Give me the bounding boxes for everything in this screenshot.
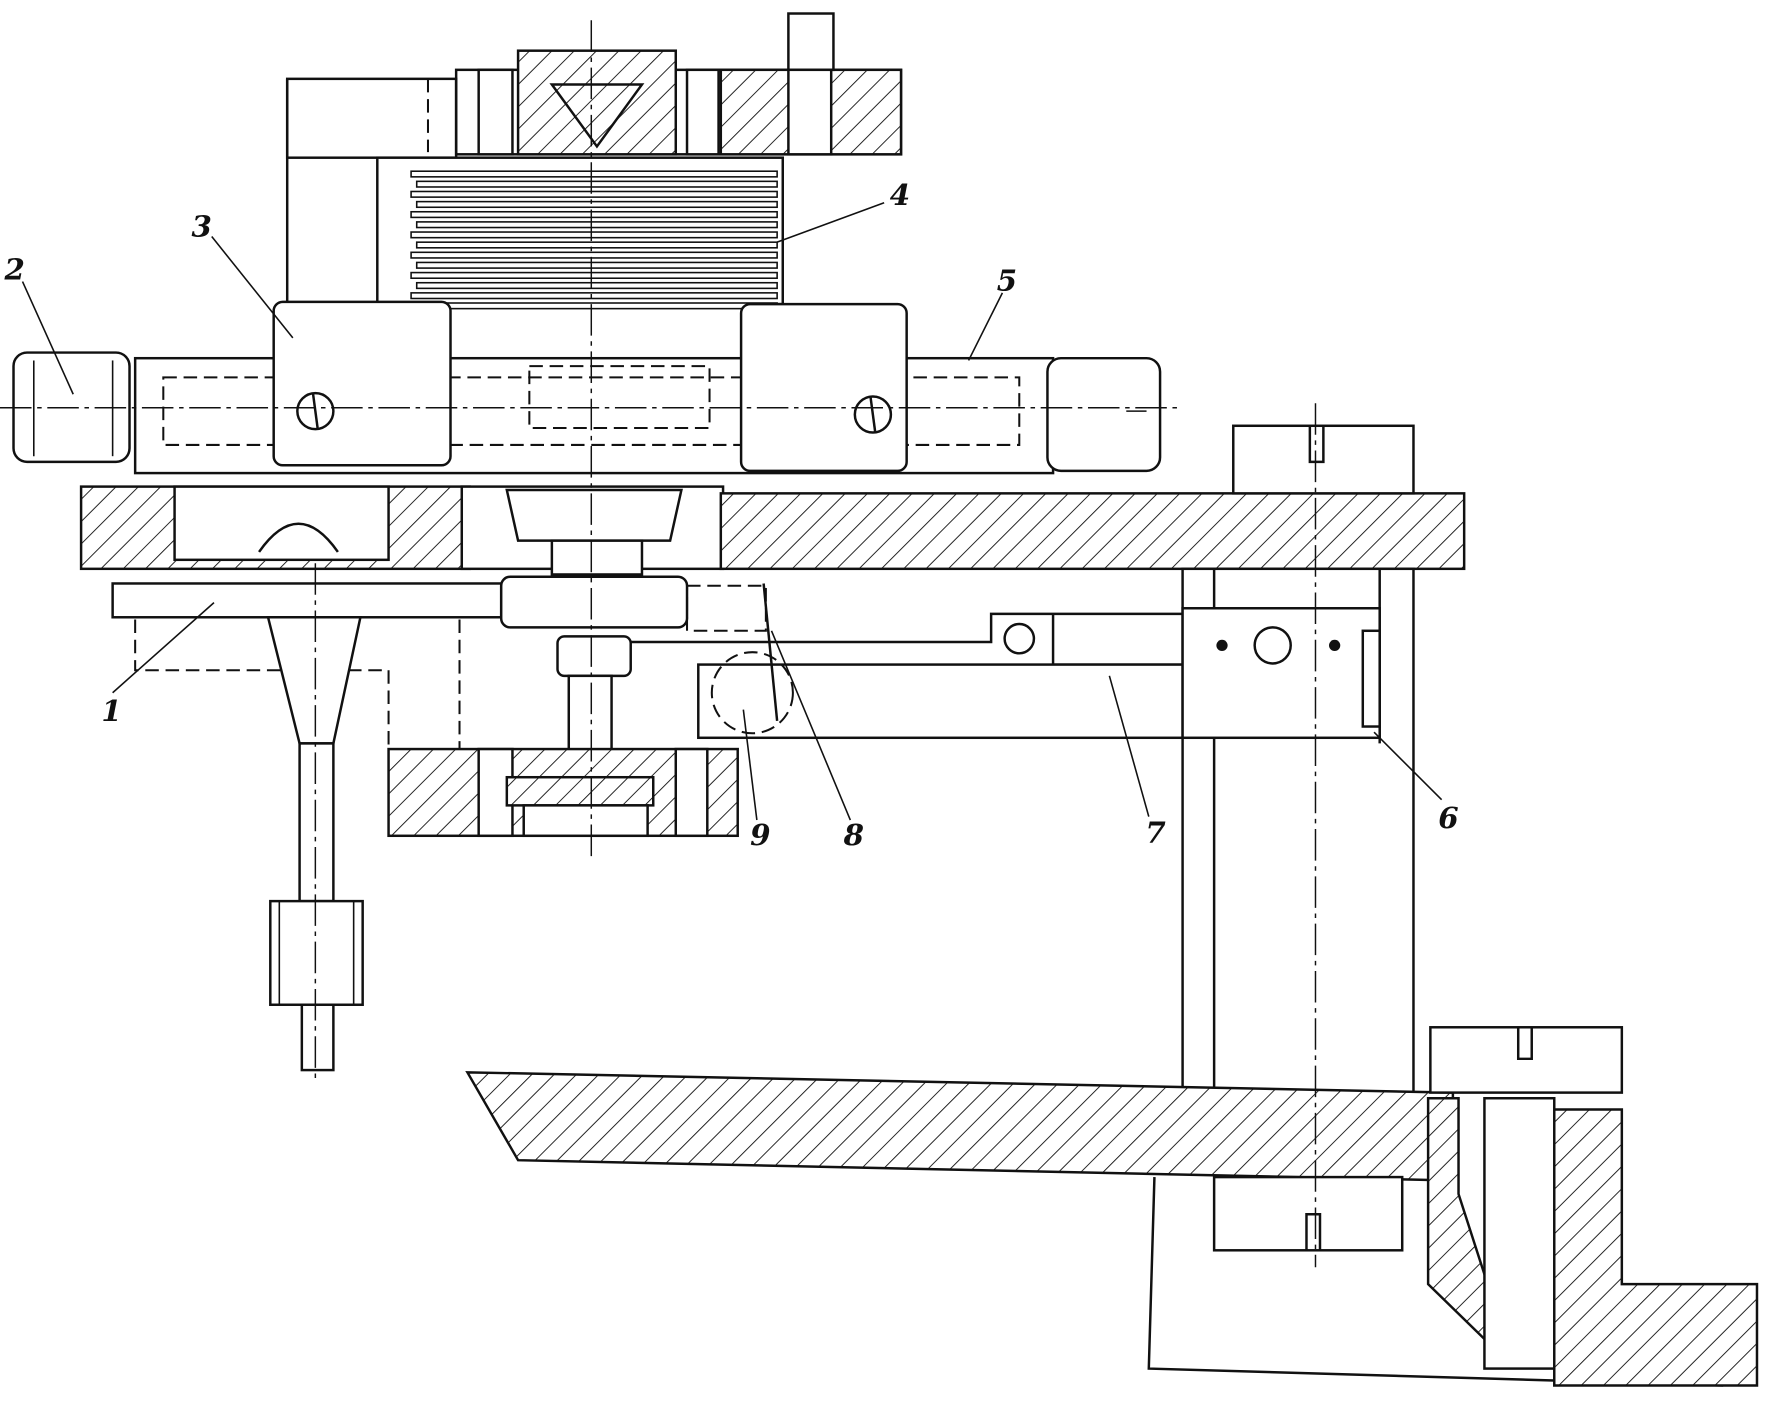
- spring-plate: [415, 180, 778, 188]
- spring-plate: [415, 302, 778, 310]
- spring-plate: [415, 221, 778, 229]
- spring-plate: [415, 241, 778, 249]
- label-5: 5: [997, 264, 1017, 298]
- center-lines: [0, 20, 1317, 1268]
- upper-base-plate: [79, 485, 1466, 576]
- pulley: [499, 575, 767, 756]
- label-9: 9: [750, 818, 770, 852]
- spring-plate: [410, 210, 778, 219]
- label-1: 1: [101, 694, 121, 728]
- clamp-block-right: [739, 302, 908, 473]
- eccentric-9: [710, 651, 794, 735]
- pin-8: [762, 583, 779, 722]
- stop-plate-6: [1361, 629, 1381, 728]
- top-head-assembly: [285, 12, 903, 159]
- label-3: 3: [191, 210, 211, 244]
- lower-base-plate: [465, 1071, 1724, 1387]
- column-top-nut: [1232, 424, 1415, 495]
- screw-icon: [1003, 622, 1036, 655]
- lever-7: [630, 583, 1381, 740]
- spring-plate: [410, 231, 778, 239]
- spring-plate: [410, 190, 778, 198]
- spring-plate: [410, 251, 778, 259]
- spring-plate: [415, 281, 778, 290]
- swing-arm-1: [111, 582, 503, 1072]
- screw-icon: [1253, 626, 1292, 665]
- label-2: 2: [4, 252, 25, 286]
- leader-lines: [21, 202, 1443, 821]
- spring-plate: [410, 170, 778, 178]
- spring-plate: [415, 200, 778, 209]
- spring-stack-4: [376, 156, 785, 310]
- lower-right-bracket: [1426, 1026, 1759, 1387]
- spring-plate: [410, 271, 778, 280]
- label-8: 8: [843, 818, 864, 852]
- spring-plate: [410, 292, 778, 300]
- spring-plate: [415, 261, 778, 269]
- adjusting-knob-right[interactable]: [1046, 356, 1162, 473]
- label-4: 4: [890, 178, 910, 212]
- lower-bearing-housing: [387, 747, 739, 838]
- part-labels: 1 2 3 4 5 6 7 8 9: [4, 178, 1459, 852]
- label-6: 6: [1438, 801, 1458, 835]
- clamp-block-3: [272, 300, 452, 467]
- label-7: 7: [1145, 816, 1165, 850]
